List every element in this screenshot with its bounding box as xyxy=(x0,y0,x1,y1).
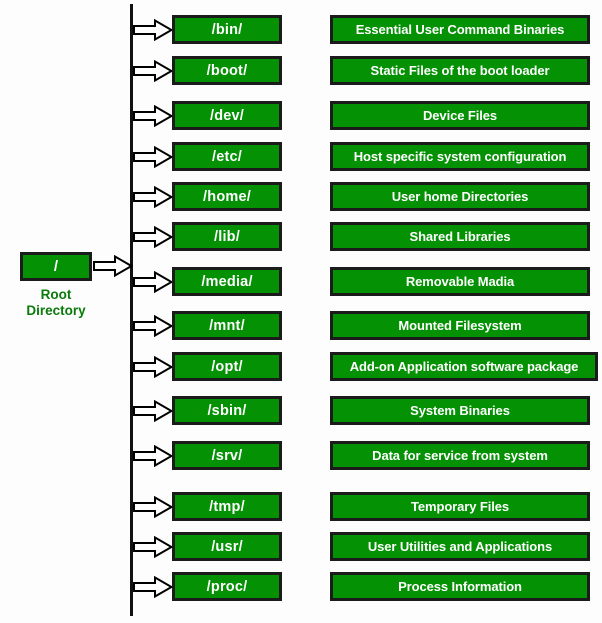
directory-box[interactable]: /mnt/ xyxy=(172,311,282,340)
tree-spine-line xyxy=(130,4,133,616)
directory-box[interactable]: /bin/ xyxy=(172,15,282,44)
directory-box[interactable]: /tmp/ xyxy=(172,492,282,521)
description-box-label: Shared Libraries xyxy=(409,229,511,244)
description-box-label: Data for service from system xyxy=(372,448,548,463)
branch-arrow-icon xyxy=(133,105,173,127)
directory-box-label: /dev/ xyxy=(209,107,245,124)
description-box-label: User Utilities and Applications xyxy=(367,539,553,554)
directory-box-label: /mnt/ xyxy=(209,317,245,334)
branch-arrow-icon xyxy=(133,19,173,41)
directory-box[interactable]: /dev/ xyxy=(172,101,282,130)
directory-box-label: /usr/ xyxy=(211,538,243,555)
description-box[interactable]: Host specific system configuration xyxy=(330,142,590,171)
directory-box-label: /etc/ xyxy=(211,148,242,165)
root-directory-caption: Root Directory xyxy=(4,287,108,319)
description-box-label: Host specific system configuration xyxy=(353,149,567,164)
directory-box-label: /home/ xyxy=(203,188,251,205)
description-box[interactable]: Shared Libraries xyxy=(330,222,590,251)
description-box[interactable]: System Binaries xyxy=(330,396,590,425)
root-directory-box[interactable]: / xyxy=(20,252,92,281)
branch-arrow-icon xyxy=(133,186,173,208)
directory-box-label: /proc/ xyxy=(206,578,248,595)
directory-box[interactable]: /home/ xyxy=(172,182,282,211)
directory-box[interactable]: /sbin/ xyxy=(172,396,282,425)
description-box[interactable]: Essential User Command Binaries xyxy=(330,15,590,44)
description-box-label: Process Information xyxy=(398,579,522,594)
description-box[interactable]: Data for service from system xyxy=(330,441,590,470)
description-box-label: Temporary Files xyxy=(411,499,509,514)
branch-arrow-icon xyxy=(133,315,173,337)
description-box[interactable]: Add-on Application software package xyxy=(330,352,598,381)
branch-arrow-icon xyxy=(133,356,173,378)
branch-arrow-icon xyxy=(133,400,173,422)
directory-box[interactable]: /usr/ xyxy=(172,532,282,561)
directory-box[interactable]: /srv/ xyxy=(172,441,282,470)
description-box[interactable]: User home Directories xyxy=(330,182,590,211)
root-directory-label: / xyxy=(53,258,59,275)
description-box-label: User home Directories xyxy=(391,189,529,204)
root-connector-arrow-icon xyxy=(93,255,133,277)
directory-box-label: /sbin/ xyxy=(207,402,247,419)
directory-box[interactable]: /boot/ xyxy=(172,56,282,85)
directory-box-label: /bin/ xyxy=(211,21,243,38)
branch-arrow-icon xyxy=(133,496,173,518)
description-box-label: Device Files xyxy=(423,108,497,123)
branch-arrow-icon xyxy=(133,536,173,558)
directory-box-label: /tmp/ xyxy=(209,498,245,515)
description-box[interactable]: Temporary Files xyxy=(330,492,590,521)
description-box[interactable]: Mounted Filesystem xyxy=(330,311,590,340)
directory-box[interactable]: /opt/ xyxy=(172,352,282,381)
branch-arrow-icon xyxy=(133,271,173,293)
description-box-label: Static Files of the boot loader xyxy=(370,63,550,78)
branch-arrow-icon xyxy=(133,60,173,82)
directory-box-label: /opt/ xyxy=(211,358,243,375)
description-box[interactable]: Process Information xyxy=(330,572,590,601)
description-box[interactable]: Removable Madia xyxy=(330,267,590,296)
description-box[interactable]: User Utilities and Applications xyxy=(330,532,590,561)
branch-arrow-icon xyxy=(133,445,173,467)
directory-box-label: /media/ xyxy=(201,273,253,290)
branch-arrow-icon xyxy=(133,146,173,168)
root-caption-line-1: Root xyxy=(40,287,72,302)
description-box-label: Mounted Filesystem xyxy=(398,318,522,333)
description-box[interactable]: Device Files xyxy=(330,101,590,130)
description-box-label: Add-on Application software package xyxy=(349,359,579,374)
directory-box-label: /lib/ xyxy=(214,228,240,245)
description-box-label: System Binaries xyxy=(410,403,510,418)
branch-arrow-icon xyxy=(133,226,173,248)
directory-box[interactable]: /media/ xyxy=(172,267,282,296)
description-box[interactable]: Static Files of the boot loader xyxy=(330,56,590,85)
description-box-label: Removable Madia xyxy=(405,274,515,289)
directory-box[interactable]: /etc/ xyxy=(172,142,282,171)
root-caption-line-2: Directory xyxy=(26,303,86,318)
directory-box[interactable]: /proc/ xyxy=(172,572,282,601)
directory-box-label: /srv/ xyxy=(211,447,243,464)
directory-box[interactable]: /lib/ xyxy=(172,222,282,251)
description-box-label: Essential User Command Binaries xyxy=(355,22,565,37)
directory-box-label: /boot/ xyxy=(206,62,248,79)
branch-arrow-icon xyxy=(133,576,173,598)
